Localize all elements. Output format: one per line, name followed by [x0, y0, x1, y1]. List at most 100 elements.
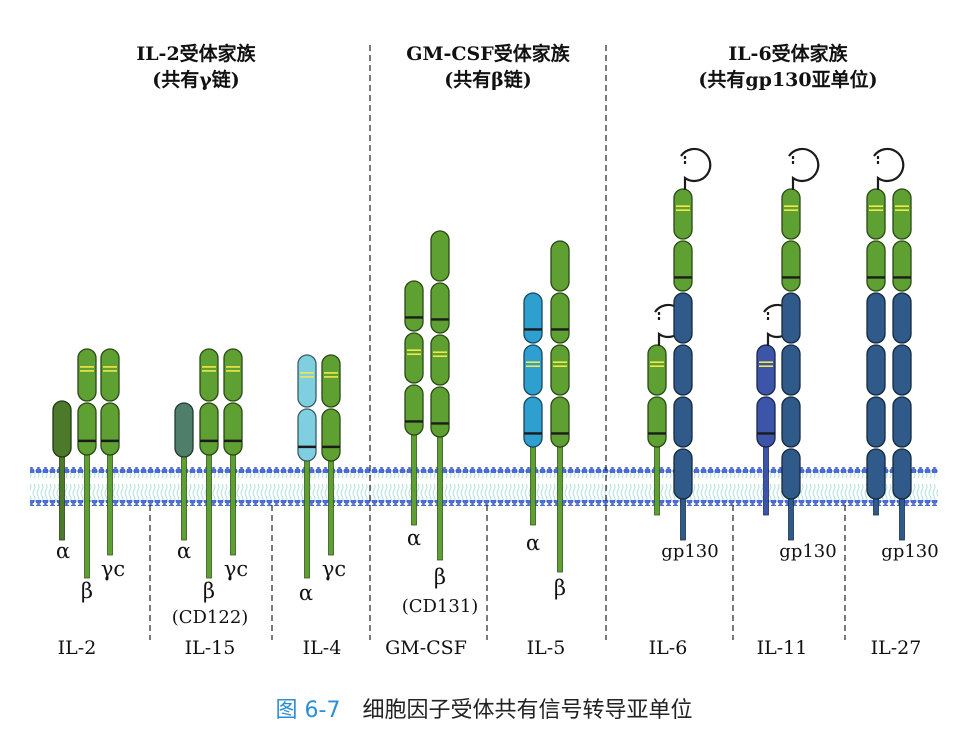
receptor-domain: [673, 344, 693, 396]
gamma-c-label: γc: [322, 557, 346, 581]
alpha-label: α: [407, 526, 421, 550]
receptor-domain: [781, 344, 801, 396]
gmcsf-alpha-chain: [404, 280, 424, 526]
gp130-label: gp130: [881, 541, 938, 562]
il15-beta-chain: [199, 348, 219, 579]
il5-alpha-chain: [523, 292, 543, 526]
receptor-domain: [756, 396, 776, 448]
gamma-c-label: γc: [224, 557, 248, 581]
receptor-domain: [866, 448, 886, 500]
cd122-label: (CD122): [172, 607, 249, 628]
receptor-domain: [523, 292, 543, 344]
cytokine-name: IL-4: [303, 637, 342, 659]
il6-alpha-chain: [647, 303, 686, 516]
cd131-label: (CD131): [402, 596, 479, 617]
cytokine-name: IL-2: [58, 637, 97, 659]
cytokine-dividers: [149, 505, 846, 640]
receptor-domain: [100, 402, 120, 456]
receptor-domain: [673, 188, 693, 240]
receptor-domain: [866, 396, 886, 448]
receptor-domain: [866, 188, 886, 240]
cytokine-name: IL-11: [757, 637, 808, 659]
gmcsf-beta-chain: [430, 230, 450, 561]
ig-loop: [788, 147, 820, 190]
il2-gamma-chain: [100, 348, 120, 556]
il4-gamma-chain: [321, 354, 341, 556]
family-title: IL-2受体家族: [136, 42, 256, 65]
receptor-domain: [781, 396, 801, 448]
il5-beta-chain: [550, 240, 570, 573]
cell-membrane: [30, 467, 938, 506]
ig-loop: [680, 147, 712, 190]
receptor-domain: [223, 402, 243, 456]
alpha-label: α: [56, 539, 70, 563]
receptor-domain: [52, 400, 72, 458]
il11-gp130-chain: [781, 147, 820, 541]
receptor-domain: [781, 292, 801, 344]
beta-label: β: [81, 579, 93, 603]
receptor-domain: [673, 292, 693, 344]
receptor-domain: [297, 408, 317, 462]
alpha-label: α: [177, 539, 191, 563]
cytokine-name: IL-27: [871, 637, 922, 659]
receptor-domain: [223, 348, 243, 402]
receptor-domain: [647, 396, 667, 448]
gamma-c-label: γc: [101, 557, 125, 581]
receptor-domain: [892, 292, 912, 344]
receptor-domain: [866, 292, 886, 344]
receptor-domain: [77, 348, 97, 402]
receptor-domain: [892, 448, 912, 500]
gp130-label: gp130: [661, 541, 718, 562]
ig-loop: [873, 147, 905, 190]
receptor-domain: [404, 384, 424, 436]
il15-alpha-chain: [174, 402, 194, 541]
receptor-domain: [866, 240, 886, 292]
beta-label: β: [203, 579, 215, 603]
receptor-domain: [550, 396, 570, 448]
receptor-domain: [430, 230, 450, 282]
receptor-domain: [892, 396, 912, 448]
receptor-domain: [523, 396, 543, 448]
il11-alpha-chain: [756, 303, 795, 516]
il27-alpha-chain: [866, 147, 905, 516]
il2-alpha-chain: [52, 400, 72, 541]
receptor-domain: [430, 282, 450, 334]
il6-gp130-chain: [673, 147, 712, 541]
receptor-domain: [673, 240, 693, 292]
receptor-domain: [430, 334, 450, 386]
cytokine-name: IL-6: [649, 637, 688, 659]
receptor-domain: [199, 402, 219, 456]
receptor-domain: [781, 240, 801, 292]
family-dividers: [369, 45, 607, 640]
il2-beta-chain: [77, 348, 97, 579]
alpha-label: α: [526, 531, 540, 555]
receptor-chains: [52, 147, 912, 579]
gp130-label: gp130: [779, 541, 836, 562]
chain-labels: α β γc α β γc (CD122) α γc α β (CD131) α…: [56, 526, 939, 628]
receptor-domain: [523, 344, 543, 396]
receptor-domain: [550, 344, 570, 396]
receptor-domain: [404, 280, 424, 332]
receptor-domain: [866, 344, 886, 396]
cytokine-names: IL-2 IL-15 IL-4 GM-CSF IL-5 IL-6 IL-11 I…: [58, 637, 922, 659]
family-headings: IL-2受体家族 (共有γ链) GM-CSF受体家族 (共有β链) IL-6受体…: [136, 42, 877, 91]
il4-alpha-chain: [297, 354, 317, 579]
family-subtitle: (共有gp130亚单位): [698, 68, 877, 91]
figure-number: 图 6-7: [275, 698, 341, 723]
receptor-domain: [550, 292, 570, 344]
receptor-domain: [321, 408, 341, 462]
receptor-domain: [297, 354, 317, 408]
receptor-domain: [892, 188, 912, 240]
family-subtitle: (共有β链): [444, 68, 532, 91]
cytokine-name: GM-CSF: [385, 637, 467, 659]
receptor-domain: [781, 188, 801, 240]
receptor-domain: [404, 332, 424, 384]
receptor-domain: [199, 348, 219, 402]
il27-gp130-chain: [892, 188, 912, 541]
cytokine-name: IL-5: [527, 637, 566, 659]
alpha-label: α: [299, 581, 313, 605]
receptor-domain: [321, 354, 341, 408]
receptor-domain: [174, 402, 194, 458]
